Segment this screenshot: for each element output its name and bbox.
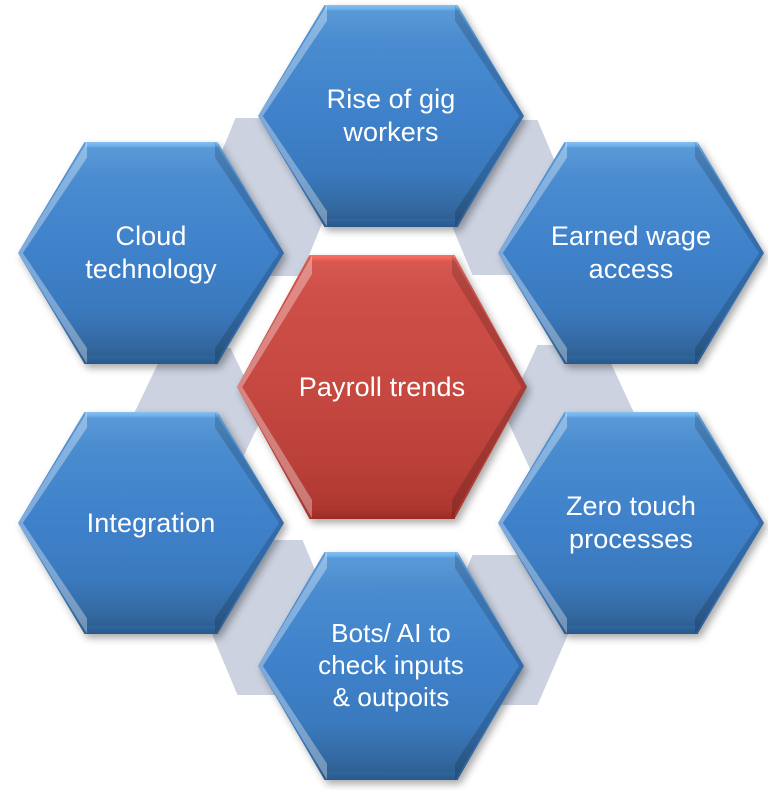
hexagon-cloud-technology[interactable]: Cloud technology [18,142,284,364]
hexagon-top-bevel [84,142,218,149]
hexagon-label-cloud-technology: Cloud technology [85,221,217,284]
hexagon-top-bevel [564,412,698,419]
hexagon-bottom-bevel [84,626,218,634]
center-hexagon-bottom-bevel [309,511,455,519]
hexagon-top-bevel [324,5,458,12]
hexagon-top-bevel [564,142,698,149]
hexagon-label-bots-ai: Bots/ AI to check inputs & outpoits [318,618,464,712]
hexagon-earned-wage-access[interactable]: Earned wage access [498,142,764,364]
hexagon-rise-of-gig-workers[interactable]: Rise of gig workers [258,5,524,227]
center-hexagon-face [237,255,527,519]
hexagon-bots-ai[interactable]: Bots/ AI to check inputs & outpoits [258,552,524,780]
hexagon-face [258,552,524,780]
hexagon-bottom-bevel [324,219,458,227]
hexagon-label-rise-of-gig-workers: Rise of gig workers [326,84,456,147]
center-hexagon-label: Payroll trends [298,371,466,402]
hexagon-top-bevel [324,552,458,559]
hexagon-label-zero-touch-processes: Zero touch processes [565,491,697,554]
hexagon-integration[interactable]: Integration [18,412,284,634]
hexagon-face [258,5,524,227]
hexagon-bottom-bevel [84,356,218,364]
hexagon-label-integration: Integration [86,507,216,538]
hexagon-label-earned-wage-access: Earned wage access [550,221,712,284]
hexagon-bottom-bevel [564,356,698,364]
hexagon-bottom-bevel [324,772,458,780]
center-hexagon-top-bevel [309,255,455,262]
hexagon-top-bevel [84,412,218,419]
hexagon-bottom-bevel [564,626,698,634]
hexagon-zero-touch-processes[interactable]: Zero touch processes [498,412,764,634]
